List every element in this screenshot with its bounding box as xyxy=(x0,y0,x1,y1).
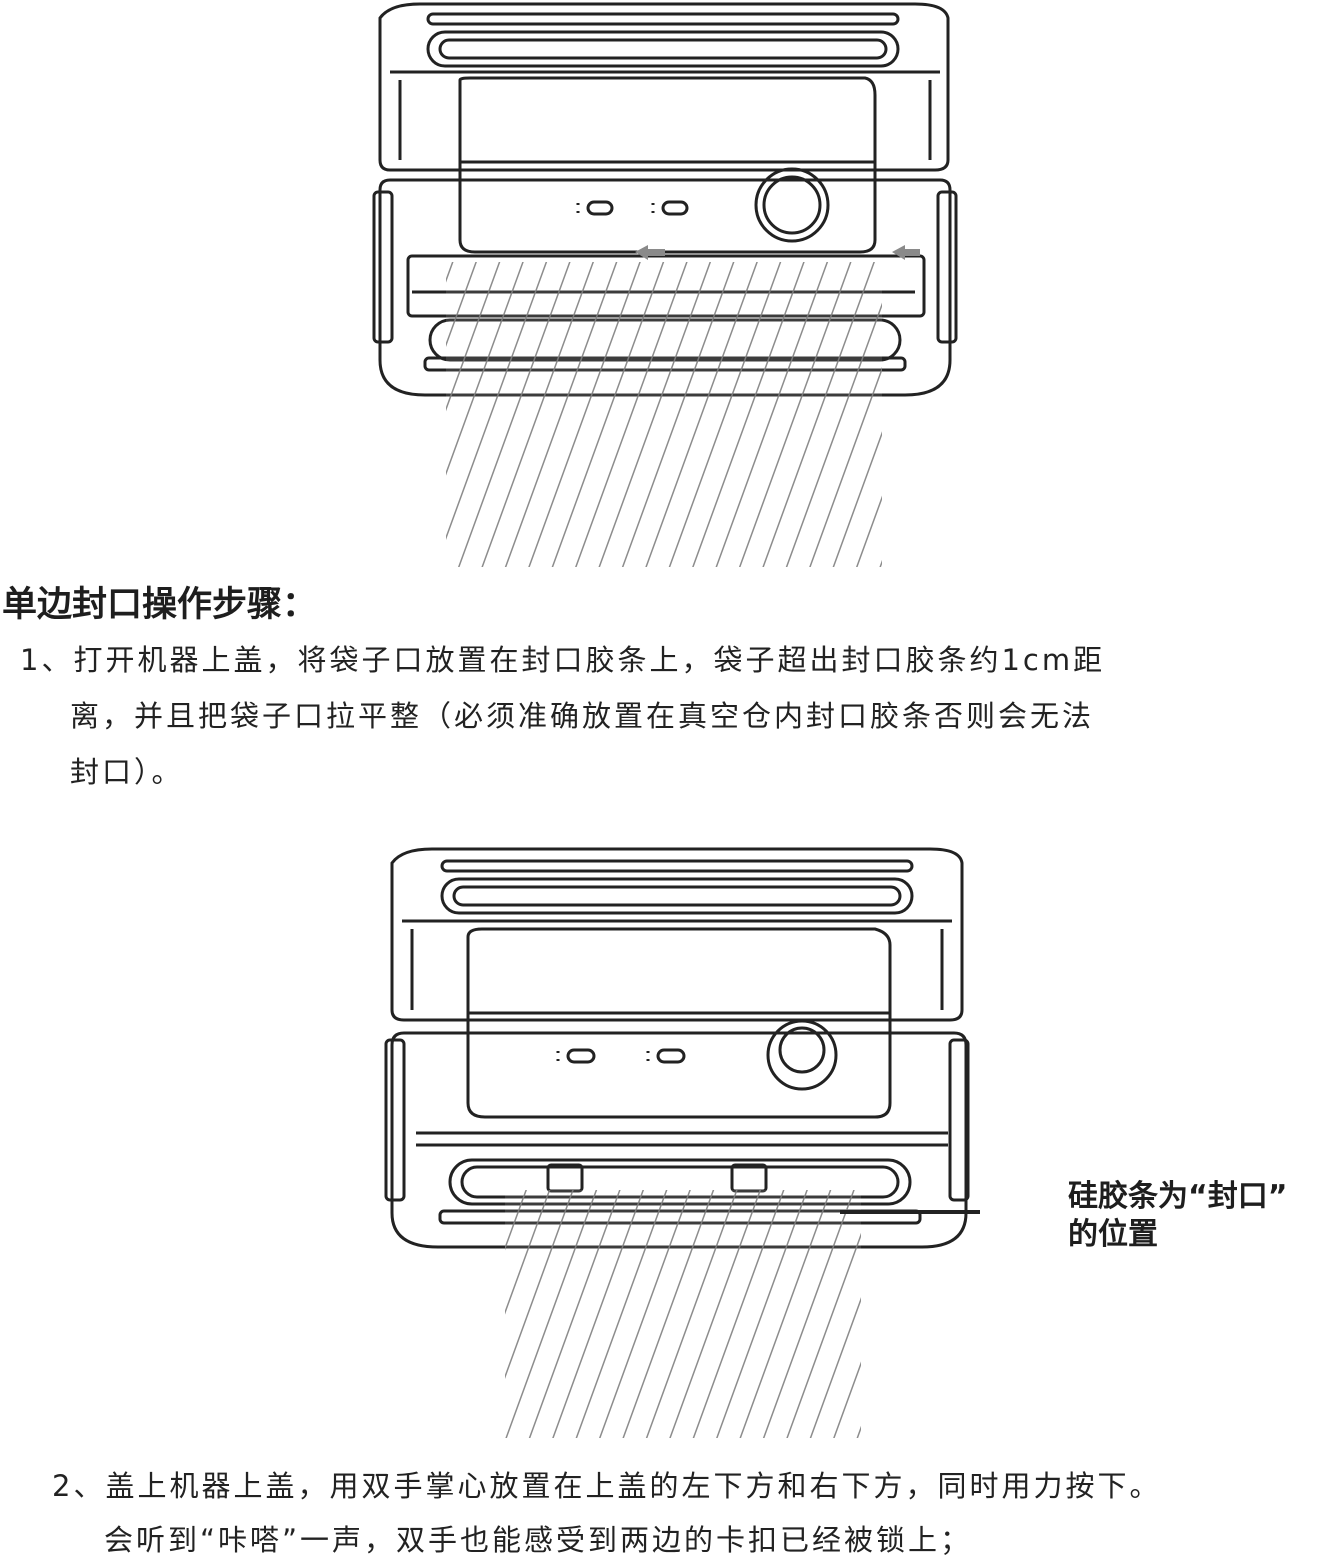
section-heading: 单边封口操作步骤： xyxy=(2,585,318,625)
sealer-illustration-bag-placed xyxy=(372,2,958,567)
callout-seal-position-line-2: 的位置 xyxy=(1068,1217,1158,1252)
step-1-line-1: 1、打开机器上盖，将袋子口放置在封口胶条上，袋子超出封口胶条约1cm距 xyxy=(20,643,1106,677)
callout-seal-position-line-1: 硅胶条为“封口” xyxy=(1068,1179,1288,1214)
step-2-line-2: 会听到“咔嗒”一声，双手也能感受到两边的卡扣已经被锁上； xyxy=(104,1523,973,1557)
sealer-illustration-seal-position xyxy=(384,847,980,1438)
step-1-line-3: 封口）。 xyxy=(70,755,184,789)
step-1-line-2: 离，并且把袋子口拉平整（必须准确放置在真空仓内封口胶条否则会无法 xyxy=(70,699,1095,733)
step-2-line-1: 2、盖上机器上盖，用双手掌心放置在上盖的左下方和右下方，同时用力按下。 xyxy=(52,1469,1162,1503)
